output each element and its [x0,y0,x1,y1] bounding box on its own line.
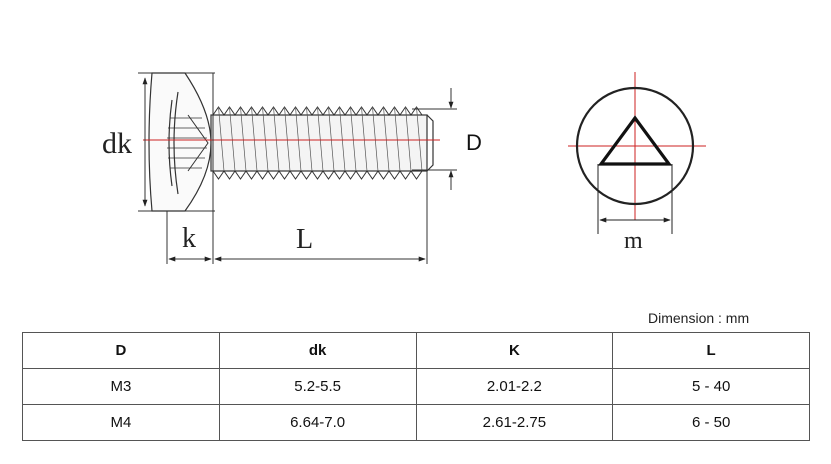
cell-L: 5 - 40 [612,368,810,405]
D-label: D [466,130,482,155]
head-circle [575,86,695,206]
screw-head [148,72,212,212]
m-label: m [624,228,643,254]
cell-K: 2.61-2.75 [415,404,614,441]
triangle-drive [597,115,673,166]
dimension-table: D dk K L M3 5.2-5.5 2.01-2.2 5 - 40 M4 6… [22,332,810,441]
table-header-row: D dk K L [22,332,810,369]
D-dimension [412,88,457,190]
cell-dk: 5.2-5.5 [218,368,417,405]
cell-D: M3 [22,368,220,405]
dk-label: dk [102,127,132,160]
thread-bottom [212,170,423,180]
cell-D: M4 [22,404,220,441]
screw-side-view [148,72,434,212]
k-L-dimension [166,73,428,264]
L-label: L [296,224,313,255]
header-dk: dk [218,332,417,369]
header-L: L [612,332,810,369]
head-recess [168,99,173,187]
cell-L: 6 - 50 [612,404,810,441]
table-row: M3 5.2-5.5 2.01-2.2 5 - 40 [22,368,810,405]
dk-dimension [138,72,215,212]
cell-dk: 6.64-7.0 [218,404,417,441]
thread-lines [218,106,423,172]
table-row: M4 6.64-7.0 2.61-2.75 6 - 50 [22,404,810,441]
head-top-view [568,72,706,234]
k-label: k [182,223,196,254]
screw-diagram: dk D k L m [102,72,706,264]
header-K: K [415,332,614,369]
header-D: D [22,332,220,369]
dimension-unit-note: Dimension : mm [648,310,750,326]
cell-K: 2.01-2.2 [415,368,614,405]
